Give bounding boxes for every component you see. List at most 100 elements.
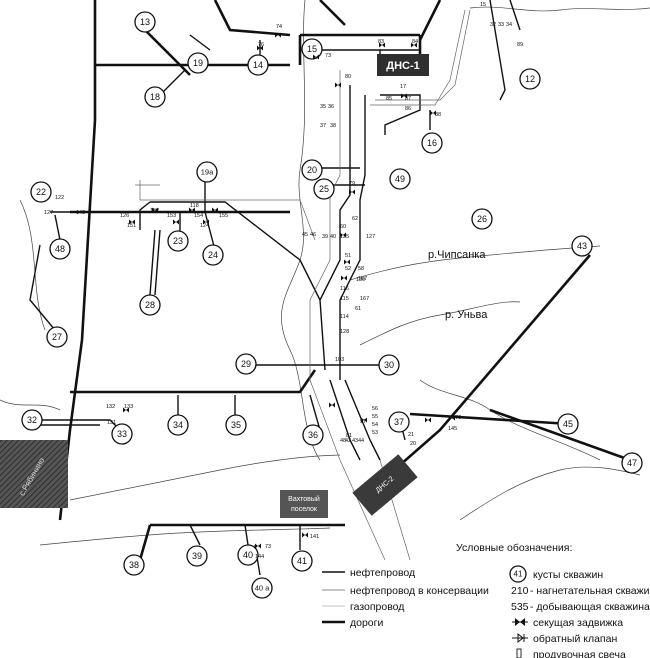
well-cluster[interactable]: 27 xyxy=(46,326,68,348)
well-cluster-label: 18 xyxy=(150,92,160,102)
well-cluster-label: 19a xyxy=(201,168,214,177)
legend-title: Условные обозначения: xyxy=(456,542,572,554)
well-cluster[interactable]: 38 xyxy=(123,554,145,576)
well-cluster[interactable]: 22 xyxy=(30,181,52,203)
well-cluster[interactable]: 19 xyxy=(187,52,209,74)
purge-candle-icon xyxy=(516,648,522,658)
well-cluster-label: 26 xyxy=(477,214,487,224)
well-number: 118 xyxy=(190,203,199,209)
well-cluster-label: 40 xyxy=(243,550,253,560)
well-number: 74 xyxy=(276,24,282,30)
well-cluster-label: 13 xyxy=(140,17,150,27)
well-number: 133 xyxy=(124,404,133,410)
well-cluster-label: 37 xyxy=(394,417,404,427)
camp-line2: поселок xyxy=(291,506,318,513)
well-cluster[interactable]: 15 xyxy=(301,38,323,60)
well-number: 42 xyxy=(345,438,351,444)
valve-icon xyxy=(173,219,179,225)
well-number: 86 xyxy=(405,106,411,112)
legend-item-injection: - нагнетательная скважина xyxy=(530,585,650,597)
well-cluster[interactable]: 28 xyxy=(139,294,161,316)
well-number: 122 xyxy=(55,195,64,201)
valves xyxy=(123,32,455,549)
well-cluster[interactable]: 33 xyxy=(111,423,133,445)
well-number: 130 xyxy=(356,277,365,283)
valve-icon xyxy=(425,417,431,423)
well-cluster[interactable]: 19a xyxy=(196,161,218,183)
well-cluster[interactable]: 40 a xyxy=(251,577,273,599)
well-number: 151 xyxy=(127,223,136,229)
well-cluster[interactable]: 20 xyxy=(301,159,323,181)
oil-pipelines xyxy=(29,0,521,576)
well-cluster[interactable]: 32 xyxy=(21,409,43,431)
well-cluster[interactable]: 29 xyxy=(235,353,257,375)
well-cluster[interactable]: 14 xyxy=(247,54,269,76)
well-cluster[interactable]: 18 xyxy=(144,86,166,108)
well-number: 73 xyxy=(265,544,271,550)
well-cluster-label: 40 a xyxy=(255,584,270,593)
valve-icon xyxy=(349,189,355,195)
well-number: 153 xyxy=(167,213,176,219)
valve-icon xyxy=(123,407,129,413)
well-cluster-label: 28 xyxy=(145,300,155,310)
station-dns1[interactable]: ДНС-1 xyxy=(377,54,429,76)
well-number: 55 xyxy=(372,414,378,420)
well-cluster[interactable]: 47 xyxy=(621,452,643,474)
well-number: 80 xyxy=(345,74,351,80)
well-cluster[interactable]: 12 xyxy=(519,68,541,90)
camp-box[interactable]: Вахтовый поселок xyxy=(280,490,328,518)
well-cluster[interactable]: 26 xyxy=(471,208,493,230)
well-cluster[interactable]: 48 xyxy=(49,238,71,260)
well-cluster-label: 34 xyxy=(173,420,183,430)
well-cluster[interactable]: 13 xyxy=(134,11,156,33)
well-cluster[interactable]: 25 xyxy=(313,178,335,200)
well-cluster-label: 16 xyxy=(427,138,437,148)
valve-icon xyxy=(203,219,209,225)
well-cluster[interactable]: 40 xyxy=(237,544,259,566)
well-cluster[interactable]: 34 xyxy=(167,414,189,436)
well-number: 20 xyxy=(410,441,416,447)
well-cluster-label: 36 xyxy=(308,430,318,440)
well-cluster-label: 14 xyxy=(253,60,263,70)
well-number: 124 xyxy=(200,223,209,229)
well-cluster[interactable]: 24 xyxy=(202,244,224,266)
well-number: 40 xyxy=(330,234,336,240)
well-cluster-label: 45 xyxy=(563,419,573,429)
well-cluster[interactable]: 41 xyxy=(291,550,313,572)
well-cluster[interactable]: 49 xyxy=(389,168,411,190)
well-cluster[interactable]: 36 xyxy=(302,424,324,446)
well-number: 83 xyxy=(378,39,384,45)
well-cluster[interactable]: 35 xyxy=(225,414,247,436)
well-number: 148 xyxy=(76,210,85,216)
check-valve-icon xyxy=(512,632,528,644)
camp-line1: Вахтовый xyxy=(288,495,320,503)
well-cluster[interactable]: 23 xyxy=(167,230,189,252)
legend-item-purge: продувочная свеча xyxy=(533,649,626,658)
station-dns2[interactable]: ДНС-2 xyxy=(352,454,418,516)
well-cluster-label: 27 xyxy=(52,332,62,342)
well-number: 52 xyxy=(345,266,351,272)
well-cluster[interactable]: 45 xyxy=(557,413,579,435)
valve-icon xyxy=(302,532,308,538)
valve-icon xyxy=(275,32,281,38)
legend-item-conservation: нефтепровод в консервации xyxy=(350,585,489,597)
well-number: 58 xyxy=(358,266,364,272)
valve-icon xyxy=(341,275,347,281)
well-cluster-label: 39 xyxy=(192,551,202,561)
legend-item-roads: дороги xyxy=(350,617,383,629)
well-cluster[interactable]: 16 xyxy=(421,132,443,154)
well-number: 43 xyxy=(352,438,358,444)
well-number: 60 xyxy=(340,224,346,230)
well-number: 76 xyxy=(258,42,264,48)
well-cluster[interactable]: 39 xyxy=(186,545,208,567)
legend-item-gas: газопровод xyxy=(350,601,404,613)
well-cluster[interactable]: 37 xyxy=(388,411,410,433)
well-number: 15 xyxy=(480,2,486,8)
well-number: 131 xyxy=(107,420,116,426)
well-cluster[interactable]: 30 xyxy=(378,354,400,376)
well-number: 144 xyxy=(255,554,264,560)
well-number: 87 xyxy=(405,96,411,102)
well-cluster[interactable]: 43 xyxy=(571,235,593,257)
valve-icon xyxy=(449,415,455,421)
